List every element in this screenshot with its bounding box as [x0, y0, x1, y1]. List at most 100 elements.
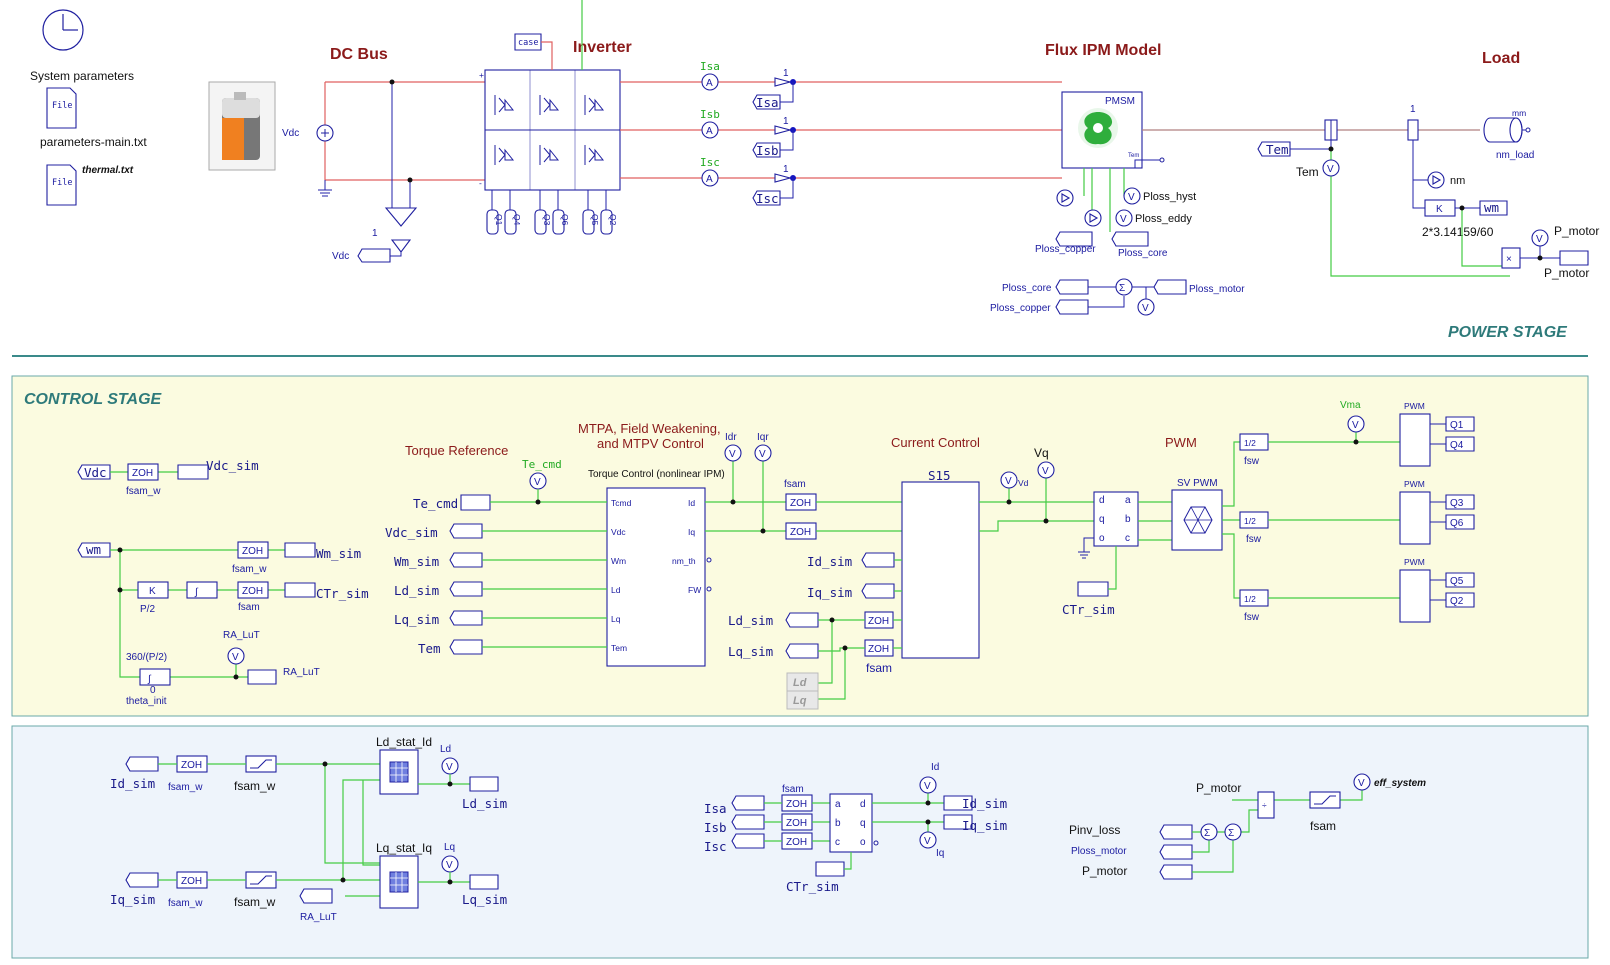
- iq-sim-bottom-in-box[interactable]: [125, 872, 159, 888]
- vd-v-meter[interactable]: V: [1000, 471, 1018, 489]
- speed-sensor-icon[interactable]: [1407, 119, 1419, 141]
- ploss-copper-meter-icon[interactable]: [1056, 189, 1074, 207]
- id-sim-in-box[interactable]: [861, 552, 895, 568]
- ld-sim-bottom-out-box[interactable]: [469, 776, 499, 792]
- isb-bottom-in-box[interactable]: [731, 814, 765, 830]
- eff-rate-limiter-icon[interactable]: [1309, 791, 1341, 809]
- battery-icon[interactable]: [208, 81, 276, 171]
- pwm-modulator-1[interactable]: [1399, 413, 1431, 467]
- current-control-block[interactable]: [901, 481, 980, 659]
- vdc-sim-out-box[interactable]: [177, 464, 209, 480]
- wm-zoh-block[interactable]: [237, 541, 269, 559]
- te-cmd-in-box[interactable]: [460, 494, 491, 511]
- lq-sim-bottom-out-box[interactable]: [469, 874, 499, 890]
- pwm-modulator-2[interactable]: [1399, 491, 1431, 545]
- ctr-sim-out-box[interactable]: [284, 582, 316, 598]
- abc-to-dq-block[interactable]: [829, 793, 873, 853]
- q3-box[interactable]: [1445, 494, 1475, 510]
- ra-lut-out-box[interactable]: [247, 669, 277, 685]
- loss-sum-1-icon[interactable]: Σ: [1200, 823, 1218, 841]
- iq-sim-bottom-out-box[interactable]: [943, 814, 973, 830]
- p-motor-box[interactable]: [1559, 250, 1589, 266]
- q2-box[interactable]: [1445, 592, 1475, 608]
- gate-q5-port[interactable]: [582, 209, 595, 235]
- isa-label-box[interactable]: [752, 94, 781, 110]
- te-cmd-v-meter[interactable]: V: [529, 472, 547, 490]
- ploss-motor-bottom-box[interactable]: [1159, 844, 1193, 860]
- isa-probe[interactable]: [774, 77, 796, 103]
- vdc-sim-in-box[interactable]: [449, 523, 483, 539]
- q1-box[interactable]: [1445, 416, 1475, 432]
- ld-sim-in-box[interactable]: [449, 581, 483, 597]
- gate-q2-port[interactable]: [600, 209, 613, 235]
- iq-rate-limiter-icon[interactable]: [245, 871, 277, 889]
- ploss-copper-in-box[interactable]: [1055, 299, 1089, 315]
- pole-pair-gain-block[interactable]: [137, 581, 169, 599]
- clock-icon[interactable]: [42, 9, 84, 51]
- q4-box[interactable]: [1445, 436, 1475, 452]
- gate-q3-port[interactable]: [534, 209, 547, 235]
- idr-v-meter[interactable]: V: [724, 444, 742, 462]
- iqr-v-meter[interactable]: V: [754, 444, 772, 462]
- dq-to-abc-block[interactable]: [1093, 491, 1139, 547]
- iq-v-meter[interactable]: V: [919, 831, 937, 849]
- isb-label-box[interactable]: [752, 142, 781, 158]
- wm-sim-in-box[interactable]: [449, 552, 483, 568]
- isc-probe[interactable]: [774, 173, 796, 199]
- isc-bottom-in-box[interactable]: [731, 833, 765, 849]
- ploss-copper-box[interactable]: [1055, 231, 1093, 247]
- wm-sim-out-box[interactable]: [284, 542, 316, 558]
- id-sim-bottom-in-box[interactable]: [125, 756, 159, 772]
- ctr-sim-bottom-box[interactable]: [815, 861, 845, 877]
- ammeter-b-icon[interactable]: A: [701, 121, 719, 139]
- gate-q1-port[interactable]: [486, 209, 499, 235]
- id-v-meter[interactable]: V: [919, 776, 937, 794]
- pmsm-block[interactable]: [1061, 91, 1143, 169]
- ploss-core-in-box[interactable]: [1055, 279, 1089, 295]
- ctr-zoh-block[interactable]: [237, 581, 269, 599]
- inverter-block[interactable]: [484, 69, 621, 191]
- ploss-core-box[interactable]: [1111, 231, 1149, 247]
- lq-v-meter[interactable]: V: [441, 855, 459, 873]
- case-label-box[interactable]: [514, 33, 542, 51]
- p-motor-bottom-box[interactable]: [1159, 864, 1193, 880]
- mechanical-load-icon[interactable]: [1483, 117, 1531, 143]
- loss-sum-2-icon[interactable]: Σ: [1224, 823, 1242, 841]
- parameters-file-icon[interactable]: File: [46, 87, 77, 129]
- ploss-motor-v-meter[interactable]: V: [1137, 298, 1155, 316]
- integrator-block[interactable]: [186, 581, 218, 599]
- divider-icon[interactable]: ÷: [1257, 791, 1275, 819]
- vdc-sensor-icon[interactable]: [384, 207, 418, 227]
- q5-box[interactable]: [1445, 572, 1475, 588]
- id-sim-bottom-out-box[interactable]: [943, 795, 973, 811]
- ra-lut-bottom-box[interactable]: [299, 888, 333, 904]
- gate-q4-port[interactable]: [504, 209, 517, 235]
- lq-lookup-table[interactable]: [379, 855, 419, 909]
- vdc-in-box[interactable]: [77, 464, 111, 480]
- vma-v-meter[interactable]: V: [1347, 415, 1365, 433]
- isb-probe[interactable]: [774, 125, 796, 151]
- torque-control-block[interactable]: [606, 487, 706, 667]
- sv-pwm-block[interactable]: [1171, 489, 1223, 551]
- tem-in-box[interactable]: [449, 639, 483, 655]
- iq-sim-in-box[interactable]: [861, 583, 895, 599]
- ploss-eddy-v-meter[interactable]: V: [1115, 209, 1133, 227]
- ctr-sim-cc-box[interactable]: [1077, 581, 1109, 597]
- wm-label-box[interactable]: [1479, 200, 1508, 216]
- tem-v-meter[interactable]: V: [1322, 159, 1340, 177]
- isc-label-box[interactable]: [752, 190, 781, 206]
- vdc-output-label-box[interactable]: [357, 248, 391, 263]
- power-multiplier-icon[interactable]: ×: [1501, 247, 1521, 269]
- lq-sim-in-box[interactable]: [449, 610, 483, 626]
- ld-lookup-table[interactable]: [379, 749, 419, 795]
- vq-v-meter[interactable]: V: [1037, 461, 1055, 479]
- wm-in-box[interactable]: [77, 542, 111, 558]
- thermal-file-icon[interactable]: File: [46, 164, 77, 206]
- nm-meter-icon[interactable]: [1427, 171, 1445, 189]
- pinv-loss-box[interactable]: [1159, 824, 1193, 840]
- ld-sim-cc-box[interactable]: [785, 612, 819, 628]
- id-rate-limiter-icon[interactable]: [245, 755, 277, 773]
- lq-sim-cc-box[interactable]: [785, 643, 819, 659]
- gate-q6-port[interactable]: [552, 209, 565, 235]
